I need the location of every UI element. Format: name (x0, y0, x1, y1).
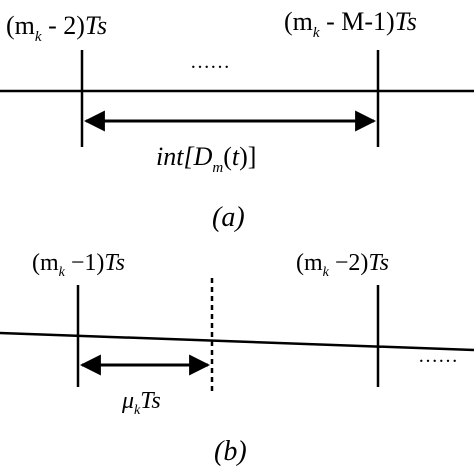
ellipsis-a: …… (190, 51, 230, 73)
ellipsis-b: …… (418, 345, 458, 367)
caption-b: (b) (214, 436, 247, 467)
timeline-b (0, 331, 474, 352)
interval-label-a: int[Dm(t)] (156, 142, 256, 176)
label-a-right: (mk - M-1)Ts (284, 7, 417, 41)
diagram-a: (mk - 2)Ts (mk - M-1)Ts …… int[Dm(t)] (a… (0, 7, 474, 233)
label-b-right: (mk −2)Ts (296, 250, 389, 280)
label-a-left: (mk - 2)Ts (6, 11, 107, 45)
diagram-b: (mk −1)Ts (mk −2)Ts μkTs …… (b) (0, 250, 474, 467)
label-b-left: (mk −1)Ts (32, 250, 125, 280)
caption-a: (a) (212, 202, 245, 233)
fraction-label-b: μkTs (121, 388, 161, 418)
